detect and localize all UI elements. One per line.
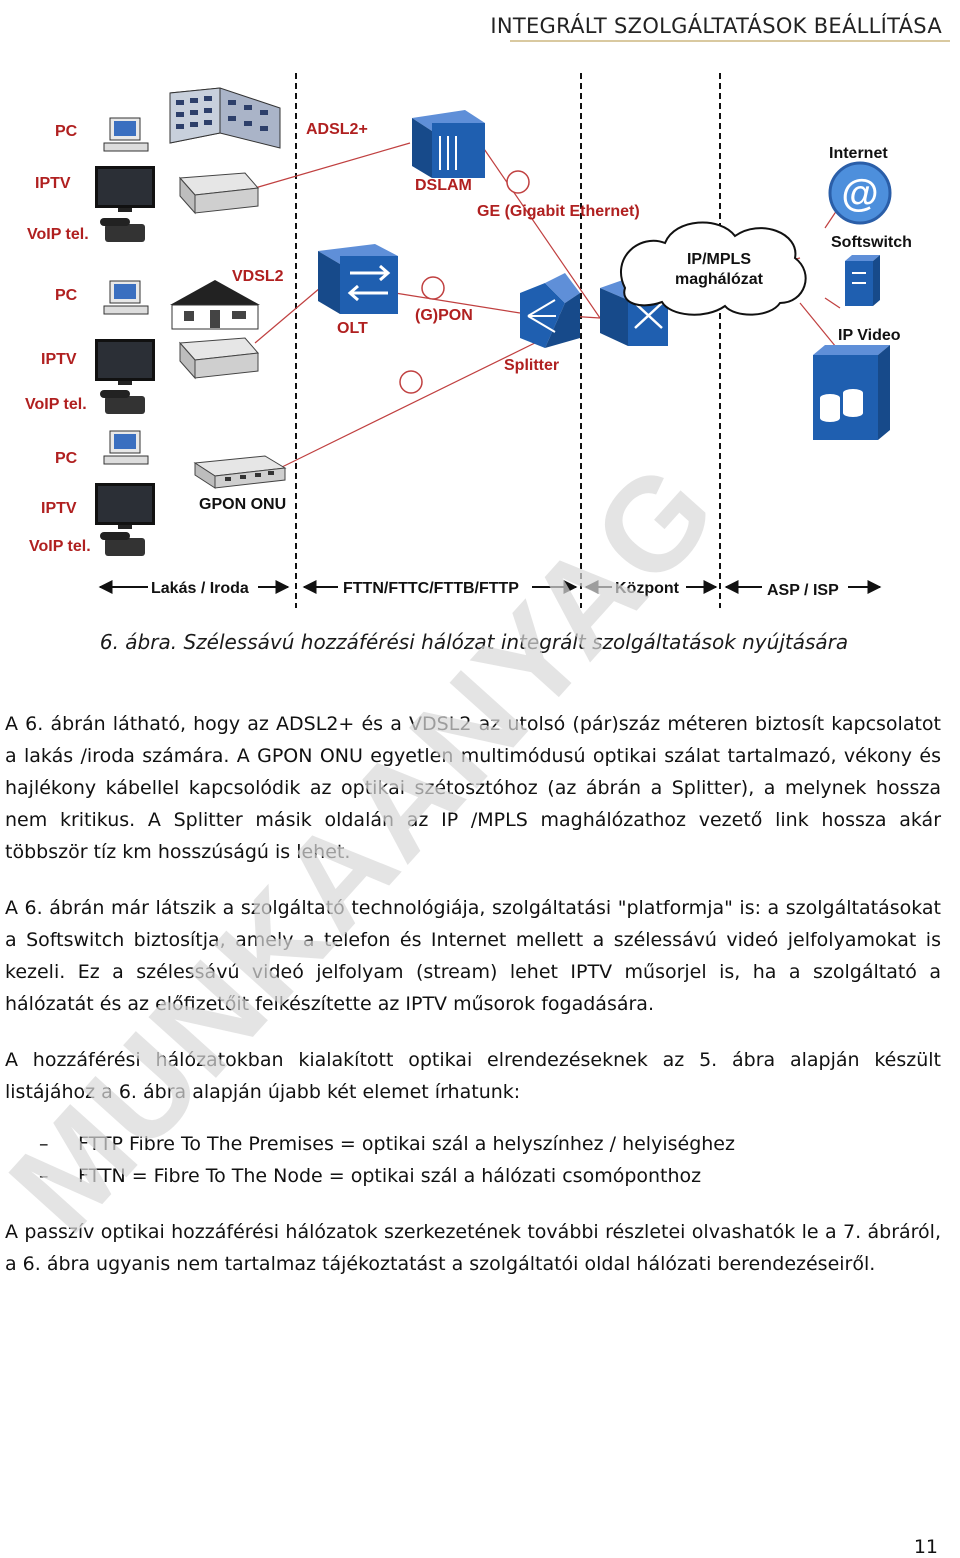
client-group-2: [95, 280, 155, 414]
iptv-label-1: IPTV: [35, 175, 71, 192]
mpls-label-line2: maghálózat: [675, 271, 764, 288]
tv-icon: [95, 483, 155, 529]
zone-home-label: Lakás / Iroda: [151, 580, 249, 597]
zone-center-label: Központ: [615, 580, 680, 597]
ip-video-server-icon: [813, 345, 890, 440]
ip-video-label: IP Video: [838, 327, 901, 344]
vdsl2-label: VDSL2: [232, 268, 284, 285]
adsl2-label: ADSL2+: [306, 121, 368, 138]
link-markers: [399, 170, 530, 394]
pc-icon: [103, 280, 149, 315]
pc-label-2: PC: [55, 287, 78, 304]
phone-icon: [100, 532, 145, 556]
pc-label-3: PC: [55, 450, 78, 467]
office-building-icon: [169, 87, 281, 149]
paragraph-2: A 6. ábrán már látszik a szolgáltató tec…: [5, 897, 941, 1015]
client-group-3: [95, 430, 155, 556]
zone-asp-label: ASP / ISP: [767, 582, 839, 599]
zone-access-label: FTTN/FTTC/FTTB/FTTP: [343, 580, 519, 597]
header-rule: [510, 40, 950, 42]
network-diagram: @ PC IPTV VoIP tel. PC IPTV VoIP tel. PC…: [25, 73, 912, 608]
figure-caption: 6. ábra. Szélessávú hozzáférési hálózat …: [99, 630, 849, 654]
paragraph-1: A 6. ábrán látható, hogy az ADSL2+ és a …: [5, 713, 941, 863]
page-header: INTEGRÁLT SZOLGÁLTATÁSOK BEÁLLÍTÁSA: [490, 14, 942, 38]
softswitch-label: Softswitch: [831, 234, 912, 251]
onu-link-marker-icon: [399, 370, 423, 394]
gpon-onu-icon: [193, 455, 287, 489]
mpls-label-line1: IP/MPLS: [687, 251, 751, 268]
internet-icon: @: [828, 161, 892, 225]
tv-icon: [95, 166, 155, 212]
voip-label-3: VoIP tel.: [29, 538, 91, 555]
paragraph-3: A hozzáférési hálózatokban kialakított o…: [5, 1049, 941, 1103]
phone-icon: [100, 218, 145, 242]
svg-text:@: @: [841, 173, 878, 215]
pc-icon: [103, 430, 149, 465]
splitter-label: Splitter: [504, 357, 559, 374]
ge-label: GE (Gigabit Ethernet): [477, 203, 640, 220]
voip-label-2: VoIP tel.: [25, 396, 87, 413]
dslam-label: DSLAM: [415, 177, 472, 194]
dslam-icon: [412, 110, 485, 178]
phone-icon: [100, 390, 145, 414]
pc-icon: [103, 117, 149, 152]
house-icon: [170, 280, 260, 330]
adsl-modem-icon: [178, 172, 260, 215]
page-number: 11: [913, 1536, 938, 1558]
paragraph-4: A passzív optikai hozzáférési hálózatok …: [5, 1221, 941, 1275]
pc-label-1: PC: [55, 123, 78, 140]
list-item: –FTTN = Fibre To The Node = optikai szál…: [39, 1165, 702, 1187]
ge-link-marker-icon: [506, 170, 530, 194]
vdsl-modem-icon: [178, 337, 260, 380]
pon-link-marker-icon: [421, 276, 445, 300]
definition-list: –FTTP Fibre To The Premises = optikai sz…: [5, 1128, 941, 1192]
internet-label: Internet: [829, 145, 888, 162]
splitter-icon: [520, 273, 580, 348]
mpls-cloud-icon: [620, 221, 807, 316]
olt-label: OLT: [337, 320, 368, 337]
softswitch-icon: [845, 255, 880, 306]
body-text: A 6. ábrán látható, hogy az ADSL2+ és a …: [5, 708, 941, 1304]
gpon-label: (G)PON: [415, 307, 473, 324]
olt-icon: [318, 244, 398, 314]
list-item: –FTTP Fibre To The Premises = optikai sz…: [39, 1133, 735, 1155]
iptv-label-3: IPTV: [41, 500, 77, 517]
gpon-onu-label: GPON ONU: [199, 496, 286, 513]
iptv-label-2: IPTV: [41, 351, 77, 368]
voip-label-1: VoIP tel.: [27, 226, 89, 243]
tv-icon: [95, 339, 155, 385]
client-group-1: [95, 117, 155, 242]
